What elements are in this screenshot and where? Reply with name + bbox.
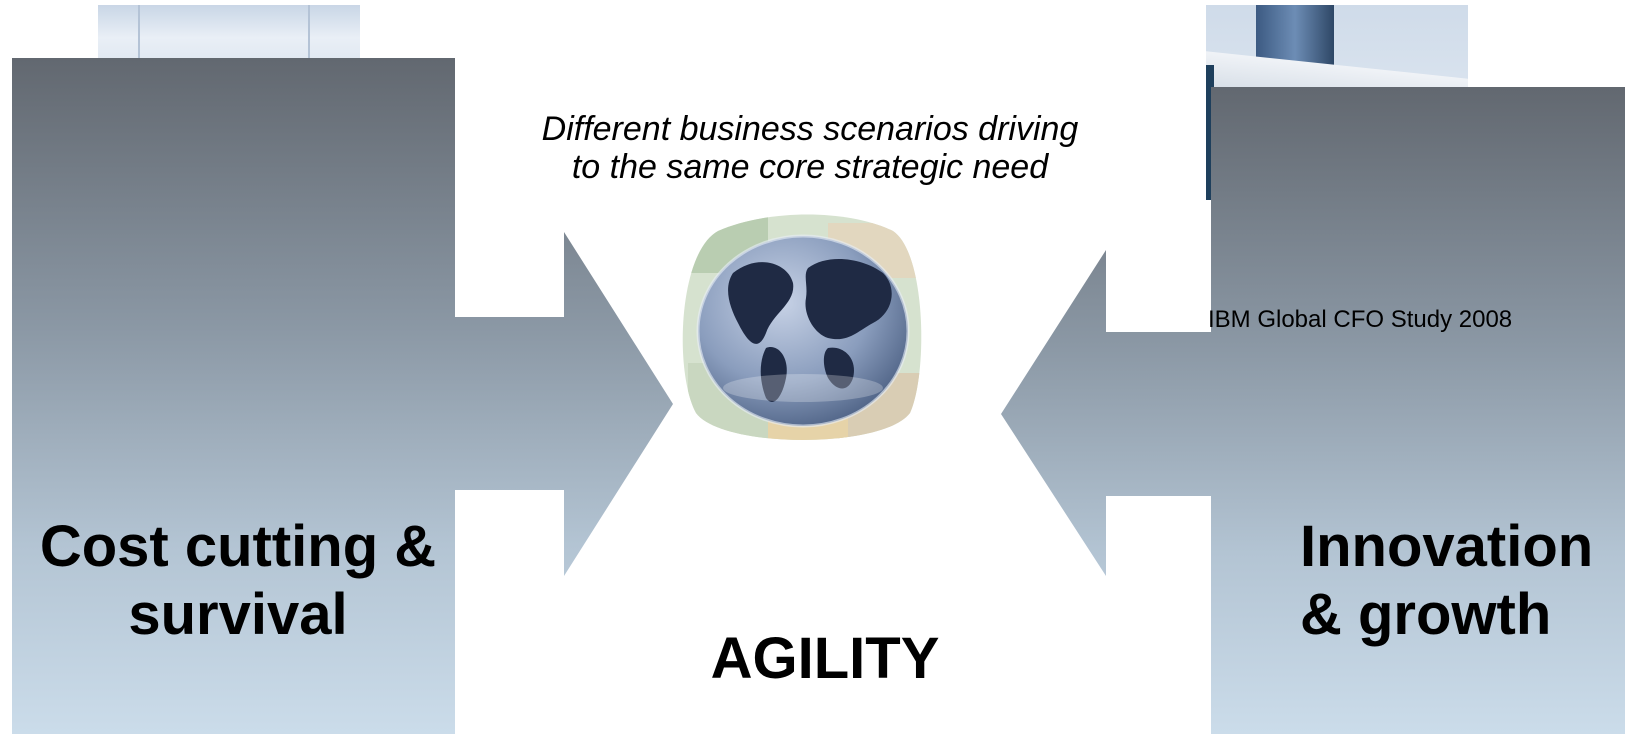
center-label: AGILITY [710,626,940,691]
shirt-seam-left [138,5,140,65]
shirt-seam-right [308,5,310,65]
left-scenario-panel [12,58,455,734]
right-arrow [1001,250,1212,576]
source-note: IBM Global CFO Study 2008 [1208,306,1513,333]
building-edge [1206,65,1214,200]
right-title-line-2: & growth [1300,582,1552,647]
right-title-line-1: Innovation [1300,514,1594,579]
left-title-line-1: Cost cutting & [39,514,437,579]
caption-line-2: to the same core strategic need [571,148,1049,186]
left-arrow [454,232,673,576]
scenario-caption: Different business scenarios driving to … [490,110,1130,186]
caption-line-1: Different business scenarios driving [541,110,1079,148]
businessman-photo [98,5,360,65]
left-title-line-2: survival [128,582,348,647]
right-panel-title: Innovation & growth [1300,513,1620,649]
right-scenario-panel [1211,87,1625,734]
left-panel-title: Cost cutting & survival [28,513,448,649]
globe-icon [678,213,926,449]
